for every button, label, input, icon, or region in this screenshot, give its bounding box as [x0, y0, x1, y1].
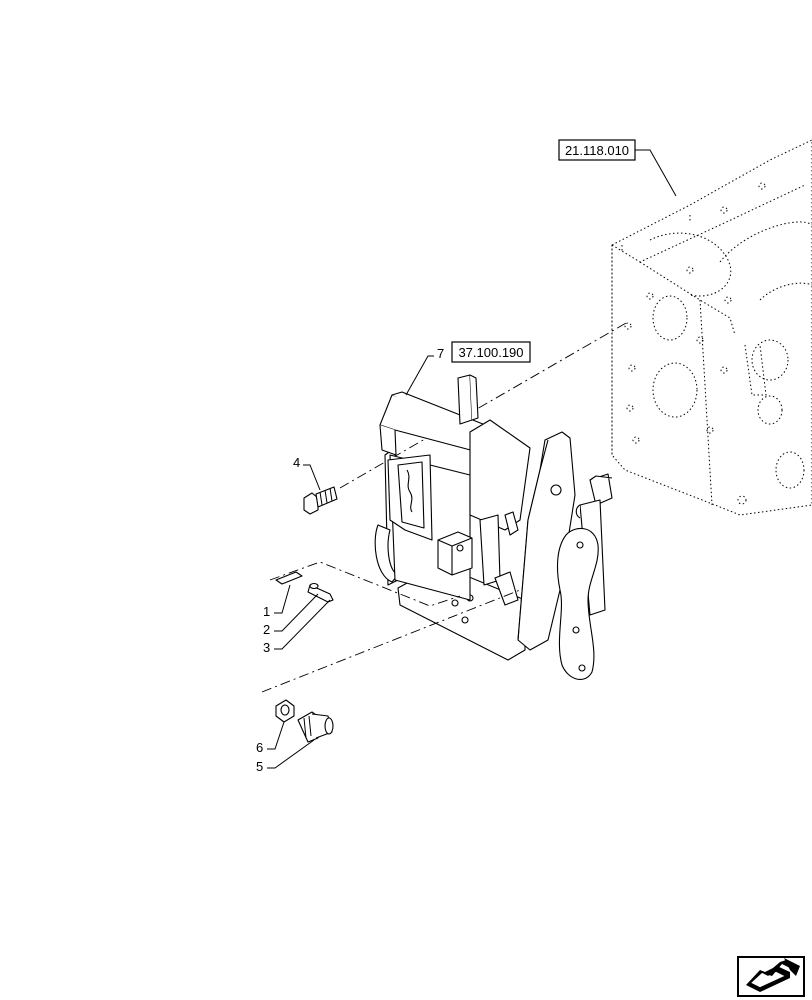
callout-5: 5 [256, 739, 315, 774]
next-page-arrow-icon[interactable] [737, 956, 805, 997]
svg-text:7: 7 [437, 346, 444, 361]
pedal-assembly [374, 374, 613, 681]
alignment-line-bolt [261, 589, 521, 693]
callout-4: 4 [293, 455, 321, 491]
svg-text:37.100.190: 37.100.190 [458, 345, 523, 360]
callout-3: 3 [263, 599, 331, 655]
reference-transmission-housing[interactable]: 21.118.010 [558, 139, 636, 161]
leader-transmission-housing [635, 149, 677, 197]
part-5-bolt [297, 711, 334, 743]
svg-text:5: 5 [256, 759, 263, 774]
svg-text:4: 4 [293, 455, 300, 470]
callout-1: 1 [263, 584, 291, 619]
svg-text:21.118.010: 21.118.010 [565, 143, 629, 158]
callout-6: 6 [256, 721, 285, 755]
part-2-pin [307, 582, 334, 603]
callout-7: 7 [405, 346, 444, 396]
part-1-pin [275, 571, 303, 585]
alignment-line-pins [269, 561, 461, 607]
part-6-nut [275, 699, 295, 723]
callout-2: 2 [263, 593, 319, 637]
reference-pedal-assembly[interactable]: 37.100.190 [451, 341, 531, 363]
svg-text:6: 6 [256, 740, 263, 755]
part-4-bolt [303, 486, 338, 515]
svg-text:2: 2 [263, 622, 270, 637]
svg-text:1: 1 [263, 604, 270, 619]
transmission-housing [611, 139, 812, 516]
svg-text:3: 3 [263, 640, 270, 655]
